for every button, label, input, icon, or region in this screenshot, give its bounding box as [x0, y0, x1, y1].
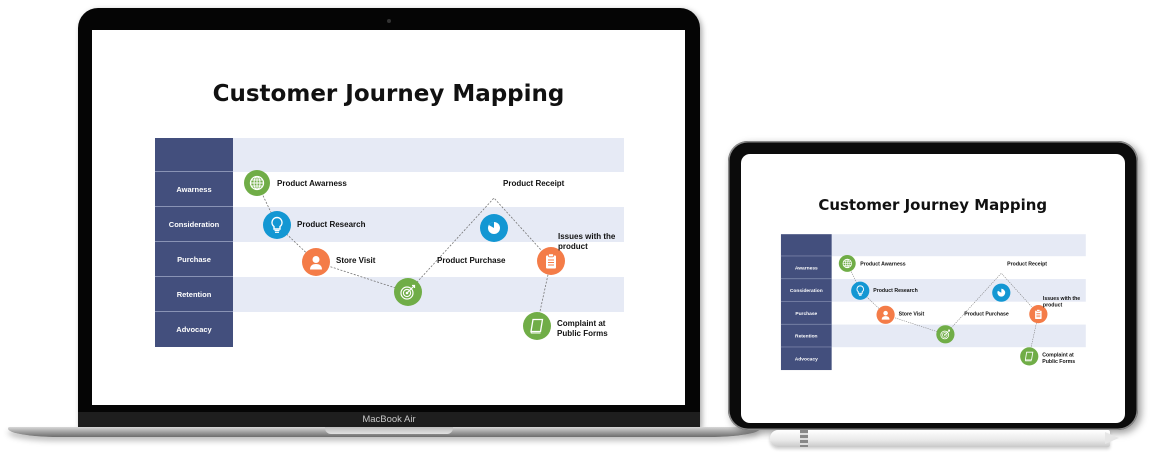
- row-advocacy: [780, 347, 1086, 371]
- row-awareness: [155, 172, 624, 207]
- journey-connector-lines: [256, 182, 552, 326]
- tablet-screen: Customer Journey Mapping Awarness Consid…: [741, 154, 1125, 423]
- target-icon: [936, 325, 955, 344]
- touchpoint-label: Product Awarness: [860, 260, 906, 267]
- pie-chart-icon: [992, 283, 1011, 302]
- touchpoint-label: Product Purchase: [437, 256, 506, 265]
- laptop-hinge-notch: [325, 427, 453, 434]
- stage-header-cell: [155, 138, 233, 172]
- touchpoint-label: Store Visit: [898, 310, 925, 317]
- touchpoint-label: Product Receipt: [503, 179, 565, 188]
- laptop-chin: [78, 412, 700, 428]
- camera-icon: [387, 19, 391, 23]
- stage-header-cell: [780, 234, 832, 257]
- lightbulb-icon: [263, 211, 291, 239]
- laptop-screen: Customer Journey Mapping Awarness Consid…: [92, 30, 685, 405]
- row-consideration: [155, 207, 624, 242]
- touchpoint-label: Store Visit: [336, 256, 376, 265]
- stage-purchase: Purchase: [155, 242, 233, 277]
- stage-purchase: Purchase: [780, 301, 832, 325]
- touchpoint-label: Product Purchase: [964, 310, 1009, 317]
- stage-awareness: Awarness: [155, 172, 233, 207]
- stage-retention: Retention: [155, 277, 233, 312]
- journey-map-table: Awarness Consideration Purchase Retentio…: [780, 234, 1086, 371]
- pie-chart-icon: [480, 214, 508, 242]
- user-icon: [302, 248, 330, 276]
- clipboard-icon: [1029, 305, 1048, 324]
- journey-connector-lines: [847, 263, 1039, 356]
- globe-icon: [838, 255, 856, 272]
- lightbulb-icon: [851, 281, 870, 300]
- touchpoint-label: Product Receipt: [1007, 260, 1048, 267]
- user-icon: [876, 305, 895, 324]
- stage-awareness: Awarness: [780, 256, 832, 280]
- header-row: [155, 138, 624, 172]
- stylus-band: [800, 430, 808, 447]
- book-icon: [1020, 347, 1039, 366]
- journey-map-table: Awarness Consideration Purchase Retentio…: [155, 138, 624, 347]
- book-icon: [523, 312, 551, 340]
- header-row: [780, 234, 1086, 257]
- row-purchase: [780, 301, 1086, 325]
- target-icon: [394, 278, 422, 306]
- touchpoint-label: Product Research: [297, 220, 366, 229]
- stage-advocacy: Advocacy: [780, 347, 832, 371]
- touchpoint-label: Product Research: [873, 287, 918, 294]
- slide: Customer Journey Mapping Awarness Consid…: [741, 164, 1124, 408]
- slide-title: Customer Journey Mapping: [818, 197, 1048, 215]
- row-retention: [780, 324, 1086, 348]
- stage-advocacy: Advocacy: [155, 312, 233, 347]
- stage-consideration: Consideration: [155, 207, 233, 242]
- stage-consideration: Consideration: [780, 279, 832, 302]
- clipboard-icon: [537, 247, 565, 275]
- slide-title: Customer Journey Mapping: [212, 81, 565, 107]
- stage-retention: Retention: [780, 324, 832, 348]
- laptop-brand-label: MacBook Air: [362, 414, 416, 425]
- stylus-tip: [1105, 432, 1119, 444]
- row-awareness: [780, 256, 1086, 280]
- touchpoint-label: Product Awarness: [277, 179, 347, 188]
- globe-icon: [244, 170, 270, 196]
- slide: Customer Journey Mapping Awarness Consid…: [92, 30, 685, 405]
- stylus-pencil: [770, 430, 1110, 447]
